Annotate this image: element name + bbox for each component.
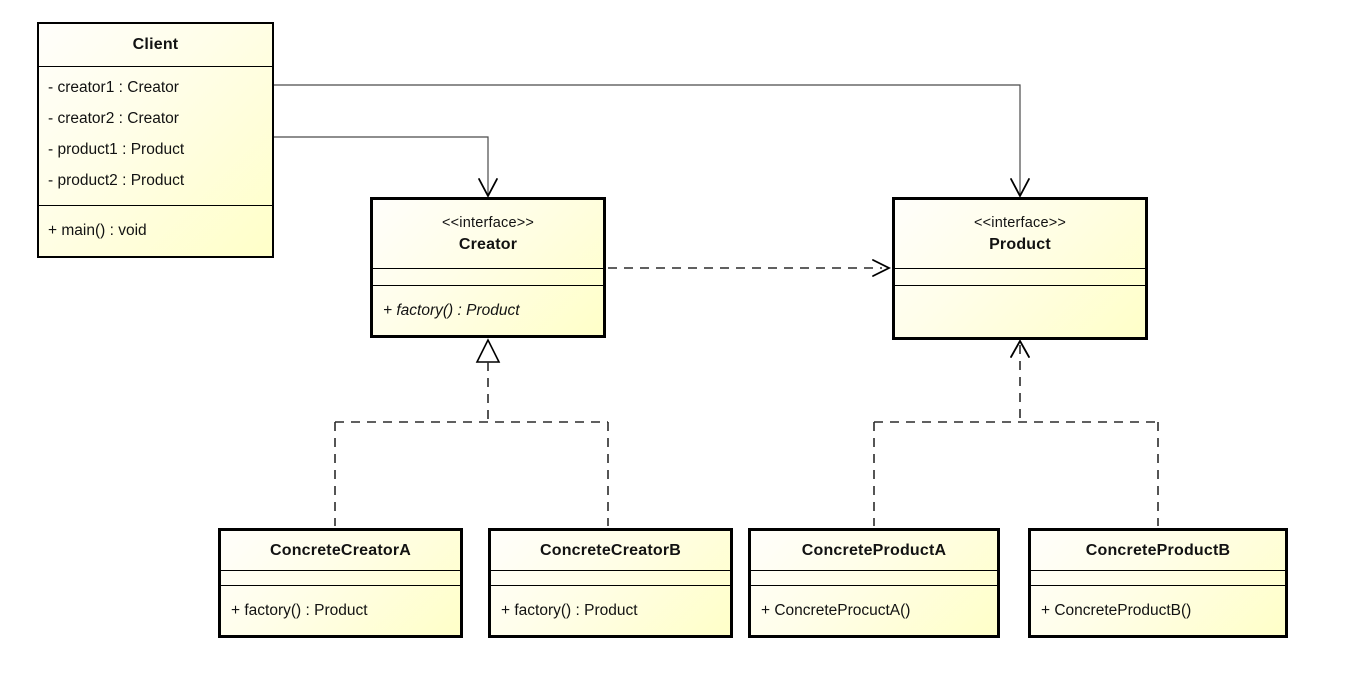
methods-compartment <box>895 285 1145 337</box>
dependency-concreteproducts-product <box>873 339 1159 526</box>
class-concrete-product-a[interactable]: ConcreteProductA + ConcreteProcuctA() <box>748 528 1000 638</box>
attributes-compartment <box>373 268 603 285</box>
method-row: + factory() : Product <box>501 601 638 619</box>
attributes-compartment <box>751 570 997 585</box>
attributes-compartment <box>895 268 1145 285</box>
class-name: Client <box>132 36 179 53</box>
method-row: + factory() : Product <box>383 301 520 319</box>
class-concrete-creator-b[interactable]: ConcreteCreatorB + factory() : Product <box>488 528 733 638</box>
class-creator-interface[interactable]: <<interface>> Creator + factory() : Prod… <box>370 197 606 338</box>
attribute-row: - creator2 : Creator <box>48 110 179 127</box>
method-row: + ConcreteProductB() <box>1041 601 1192 619</box>
class-product-interface[interactable]: <<interface>> Product <box>892 197 1148 340</box>
class-header: <<interface>> Product <box>895 200 1145 268</box>
dependency-creator-product <box>608 259 892 277</box>
class-name: Creator <box>458 235 518 253</box>
class-concrete-creator-a[interactable]: ConcreteCreatorA + factory() : Product <box>218 528 463 638</box>
methods-compartment: + factory() : Product <box>491 585 730 635</box>
class-header: <<interface>> Creator <box>373 200 603 268</box>
class-name: ConcreteCreatorA <box>269 541 411 559</box>
methods-compartment: + ConcreteProductB() <box>1031 585 1285 635</box>
class-name: ConcreteProductA <box>801 541 947 559</box>
attributes-compartment <box>221 570 460 585</box>
association-client-product <box>274 84 1030 198</box>
attributes-compartment <box>491 570 730 585</box>
methods-compartment: + ConcreteProcuctA() <box>751 585 997 635</box>
method-row: + ConcreteProcuctA() <box>761 601 911 619</box>
attribute-row: - creator1 : Creator <box>48 79 179 96</box>
methods-compartment: + factory() : Product <box>373 285 603 335</box>
method-row: + factory() : Product <box>231 601 368 619</box>
method-row: + main() : void <box>48 222 147 239</box>
methods-compartment: + main() : void <box>39 205 272 256</box>
attribute-row: - product1 : Product <box>48 141 185 158</box>
attributes-compartment <box>1031 570 1285 585</box>
stereotype-label: <<interface>> <box>441 214 535 231</box>
attributes-compartment: - creator1 : Creator - creator2 : Creato… <box>39 66 272 205</box>
class-name: ConcreteCreatorB <box>539 541 681 559</box>
class-concrete-product-b[interactable]: ConcreteProductB + ConcreteProductB() <box>1028 528 1288 638</box>
class-name: ConcreteProductB <box>1085 541 1231 559</box>
methods-compartment: + factory() : Product <box>221 585 460 635</box>
association-client-creator <box>274 136 498 198</box>
realization-concretecreators-creator <box>334 338 609 526</box>
class-client[interactable]: Client - creator1 : Creator - creator2 :… <box>37 22 274 258</box>
class-name: Product <box>989 235 1051 253</box>
stereotype-label: <<interface>> <box>973 214 1067 231</box>
attribute-row: - product2 : Product <box>48 172 185 189</box>
